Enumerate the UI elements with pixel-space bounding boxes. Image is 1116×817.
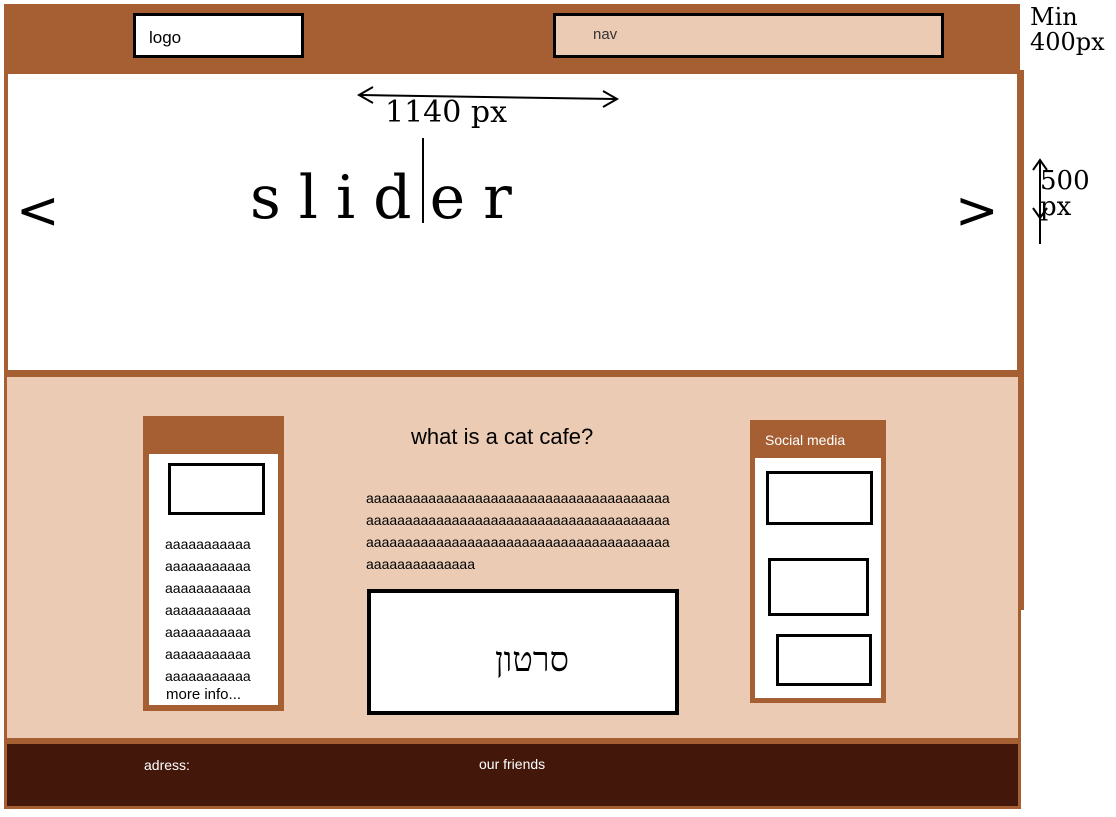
logo[interactable]: logo <box>133 13 304 58</box>
nav-bar[interactable]: nav <box>553 13 944 58</box>
width-arrow-icon <box>356 86 620 223</box>
chevron-right-icon[interactable]: > <box>955 181 999 241</box>
info-card-text: aaaaaaaaaaa aaaaaaaaaaa aaaaaaaaaaa aaaa… <box>165 536 251 684</box>
info-card-image <box>168 463 265 515</box>
section-title: what is a cat cafe? <box>411 424 594 449</box>
side-border <box>1020 70 1024 610</box>
footer <box>4 741 1021 809</box>
chevron-left-icon[interactable]: < <box>16 181 60 241</box>
footer-address: adress: <box>144 757 190 773</box>
height-arrow-icon <box>1032 158 1048 244</box>
video-label: סרטון <box>495 640 569 680</box>
footer-friends-link[interactable]: our friends <box>479 756 546 772</box>
min-height-annotation: Min 400px <box>1030 3 1105 57</box>
image-slider[interactable] <box>4 70 1021 374</box>
slider-height-annotation: 500 px <box>1040 166 1090 222</box>
video-player[interactable] <box>367 589 679 715</box>
social-link-2[interactable] <box>768 558 869 616</box>
social-link-1[interactable] <box>766 471 873 525</box>
slider-width-annotation: 1140 px <box>385 95 508 130</box>
more-info-link[interactable]: more info... <box>166 686 242 703</box>
section-text: aaaaaaaaaaaaaaaaaaaaaaaaaaaaaaaaaaaaaaaa… <box>366 490 670 572</box>
slider-label: slider <box>250 163 530 233</box>
social-media-title: Social media <box>765 432 846 448</box>
social-link-3[interactable] <box>776 634 872 686</box>
